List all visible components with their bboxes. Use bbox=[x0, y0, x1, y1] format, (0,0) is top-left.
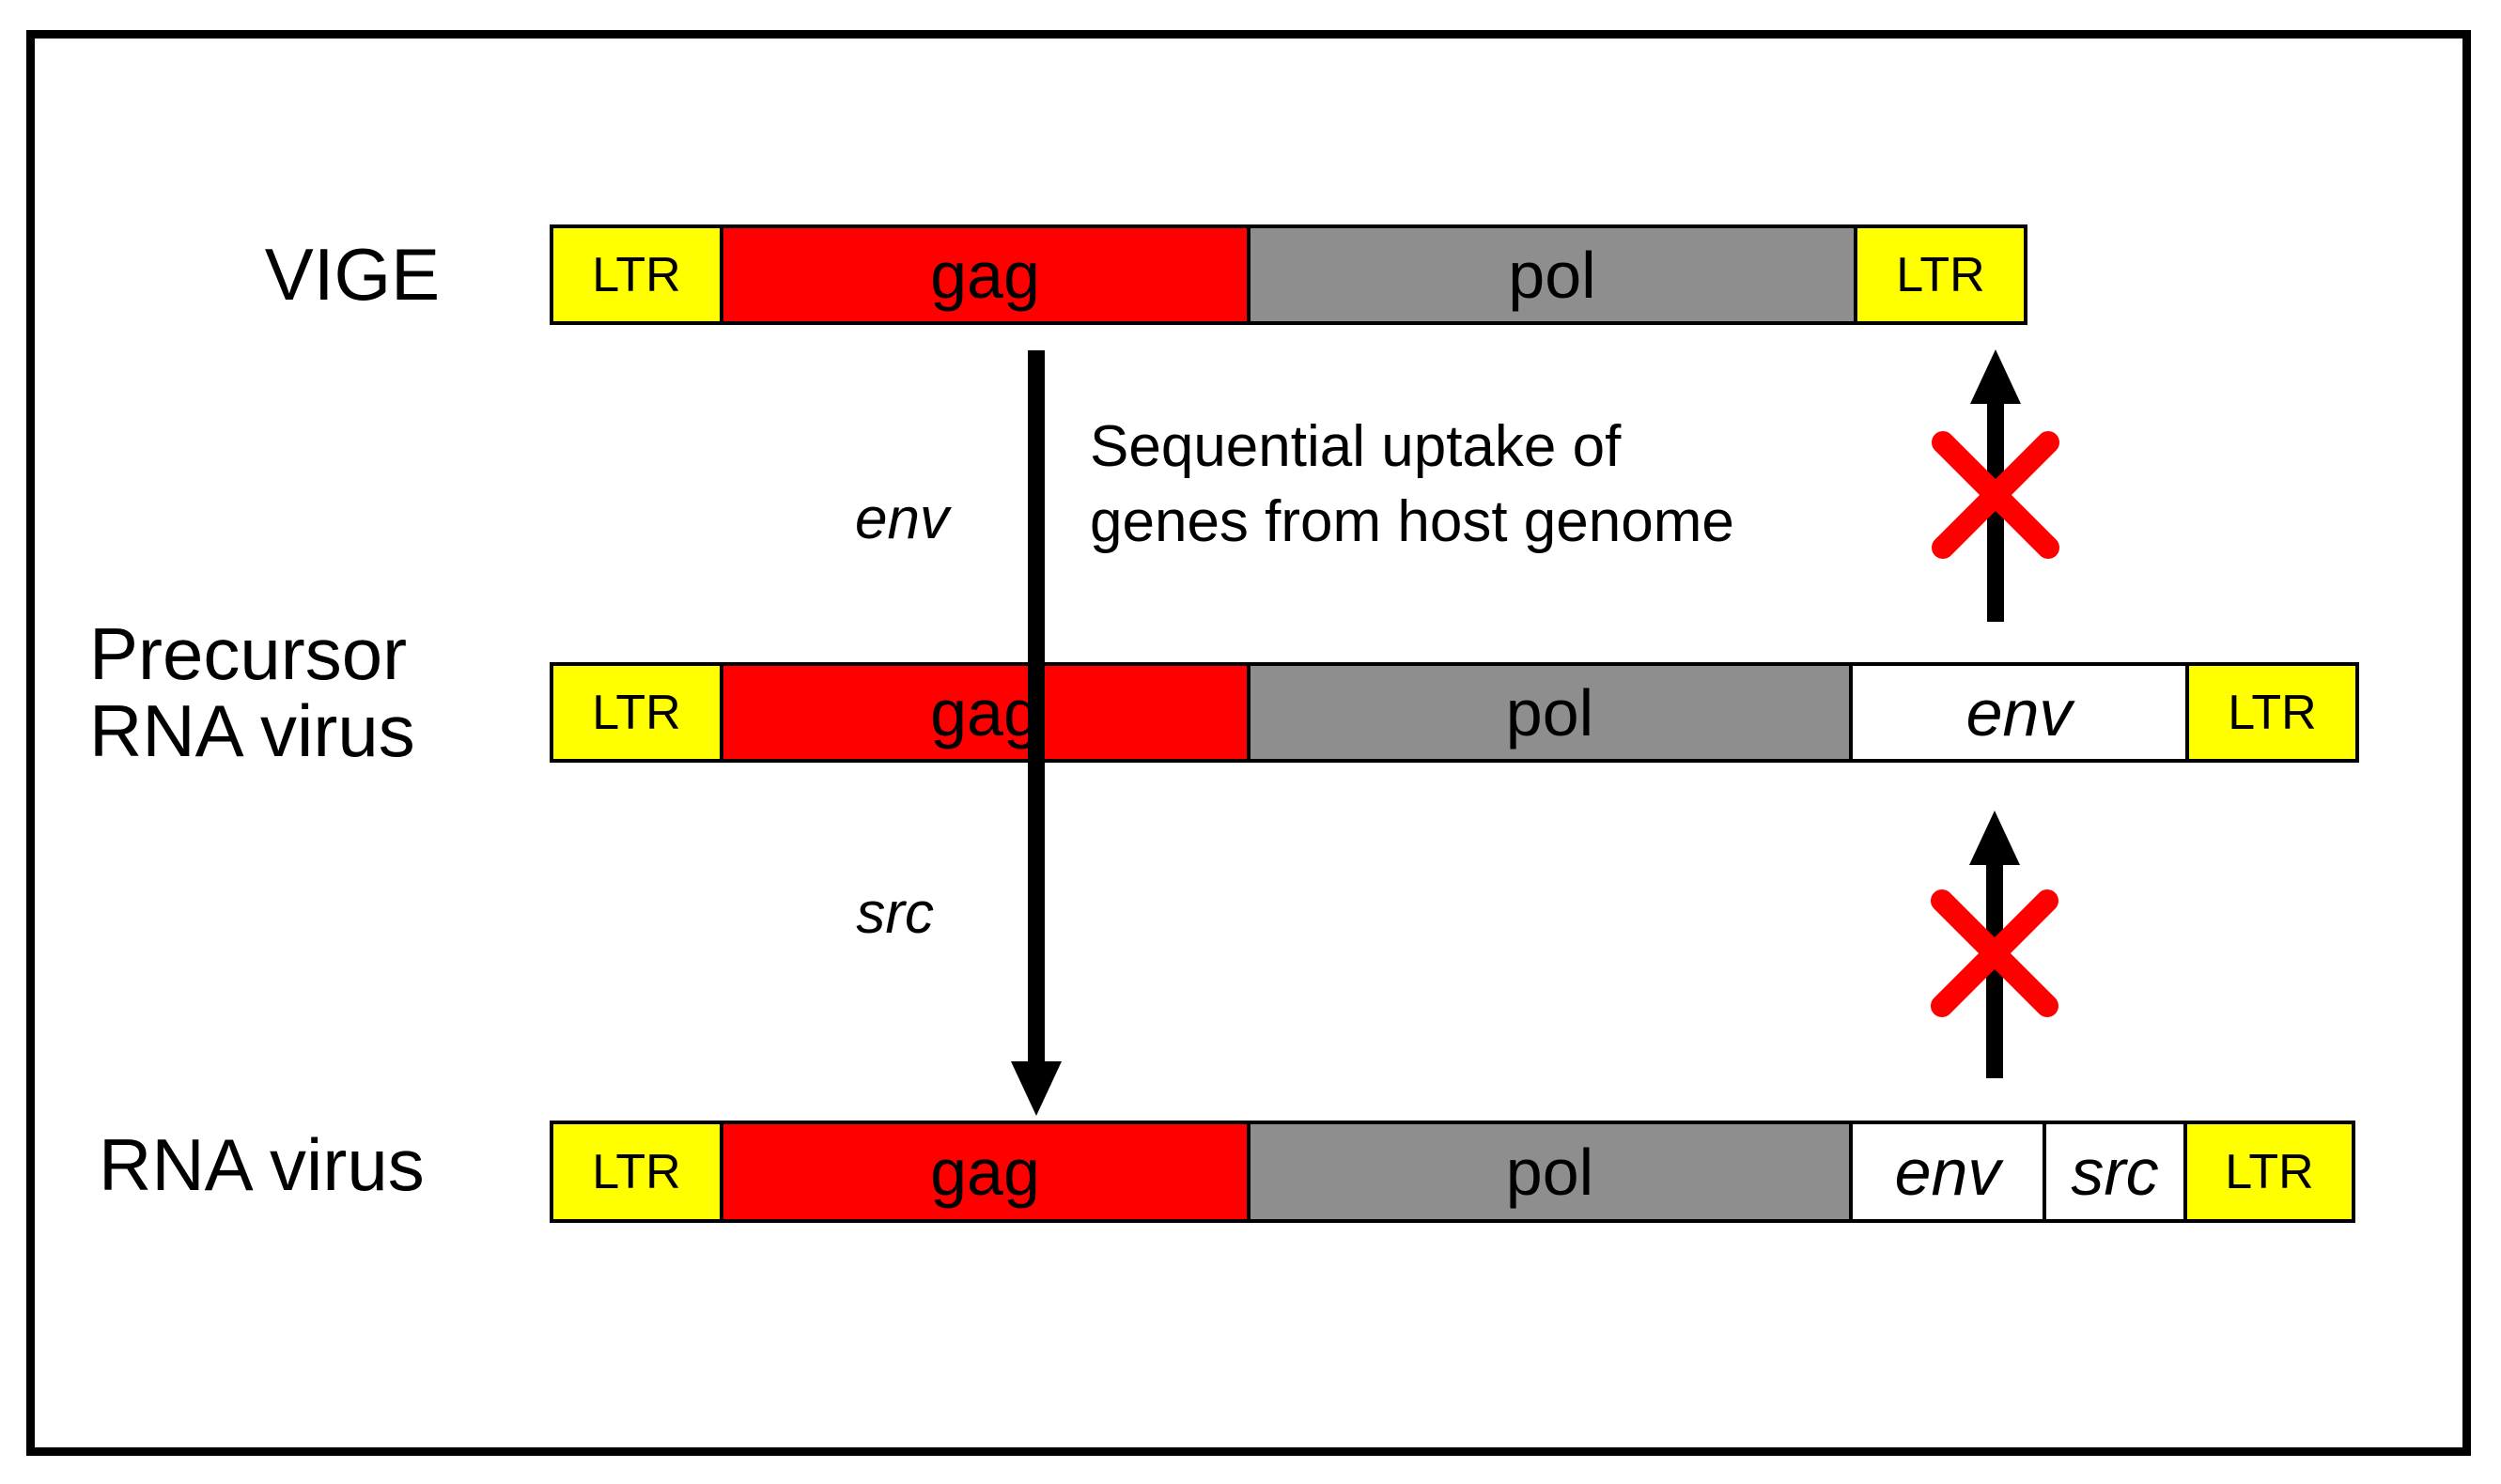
gene-segment-rna-virus-src-4: src bbox=[2043, 1121, 2187, 1223]
gene-label: gag bbox=[930, 1135, 1040, 1209]
row-label-rna-virus: RNA virus bbox=[99, 1126, 425, 1203]
gene-segment-rna-virus-pol-2: pol bbox=[1247, 1121, 1853, 1223]
gene-label: LTR bbox=[2225, 1144, 2314, 1199]
gene-segment-rna-virus-ltr-0: LTR bbox=[550, 1121, 723, 1223]
gene-label: src bbox=[2071, 1135, 2159, 1209]
gene-segment-precursor-rna-virus-env-3: env bbox=[1849, 662, 2189, 763]
uptake-annotation-line2: genes from host genome bbox=[1090, 489, 1734, 554]
figure-border bbox=[26, 30, 2471, 1456]
gene-label: pol bbox=[1505, 675, 1594, 750]
gene-label: env bbox=[1894, 1135, 2001, 1209]
uptake-annotation: Sequential uptake of genes from host gen… bbox=[1090, 410, 1734, 560]
gene-label: LTR bbox=[2228, 685, 2317, 740]
env-gene-label: env bbox=[855, 487, 949, 551]
row-label-vige: VIGE bbox=[70, 236, 634, 313]
gene-segment-vige-ltr-3: LTR bbox=[1854, 224, 2027, 325]
gene-segment-rna-virus-ltr-5: LTR bbox=[2183, 1121, 2355, 1223]
uptake-annotation-line1: Sequential uptake of bbox=[1090, 414, 1622, 479]
src-gene-label: src bbox=[856, 881, 934, 946]
gene-label: gag bbox=[930, 675, 1040, 750]
gene-segment-vige-gag-1: gag bbox=[720, 224, 1250, 325]
gene-segment-rna-virus-gag-1: gag bbox=[720, 1121, 1250, 1223]
row-label-line: VIGE bbox=[264, 233, 441, 316]
row-label-line: RNA virus bbox=[99, 1123, 425, 1206]
gene-label: env bbox=[1965, 675, 2073, 750]
row-label-line: RNA virus bbox=[89, 689, 415, 772]
gene-label: LTR bbox=[592, 685, 681, 740]
gene-segment-vige-pol-2: pol bbox=[1247, 224, 1857, 325]
gene-label: LTR bbox=[592, 247, 681, 302]
gene-segment-rna-virus-env-3: env bbox=[1849, 1121, 2046, 1223]
genome-bar-precursor-rna-virus: LTR gag pol env LTR bbox=[550, 662, 2359, 763]
row-label-line: Precursor bbox=[89, 612, 408, 695]
gene-segment-precursor-rna-virus-gag-1: gag bbox=[720, 662, 1250, 763]
gene-label: LTR bbox=[1896, 247, 1985, 302]
gene-label: LTR bbox=[592, 1144, 681, 1199]
gene-segment-precursor-rna-virus-ltr-4: LTR bbox=[2185, 662, 2359, 763]
gene-label: gag bbox=[930, 238, 1040, 312]
genome-bar-vige: LTR gag pol LTR bbox=[550, 224, 2027, 325]
gene-segment-precursor-rna-virus-pol-2: pol bbox=[1247, 662, 1853, 763]
gene-label: pol bbox=[1505, 1135, 1594, 1209]
gene-segment-precursor-rna-virus-ltr-0: LTR bbox=[550, 662, 723, 763]
gene-segment-vige-ltr-0: LTR bbox=[550, 224, 723, 325]
gene-label: pol bbox=[1508, 238, 1596, 312]
